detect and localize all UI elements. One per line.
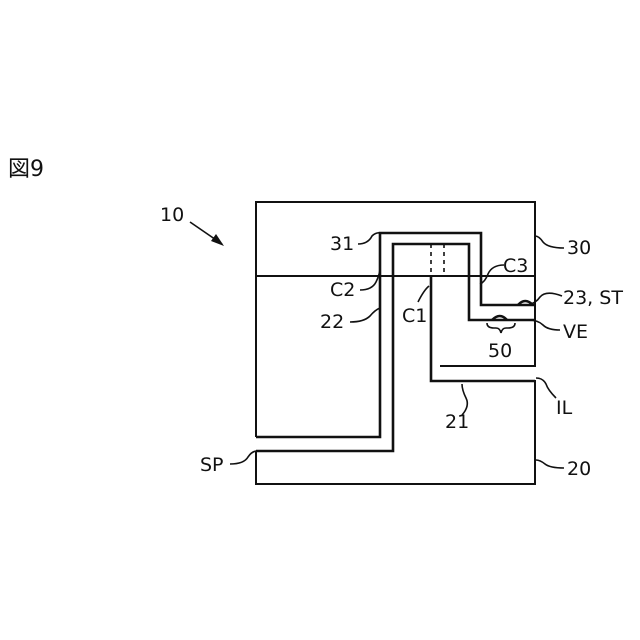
label-ve: VE — [563, 321, 588, 343]
label-sp: SP — [200, 454, 224, 476]
label-c1: C1 — [402, 305, 427, 327]
leader-20 — [536, 460, 564, 468]
wiring-22-outer — [256, 233, 535, 437]
leader-c3 — [480, 265, 504, 284]
leader-30 — [535, 236, 564, 248]
gap-brace — [487, 323, 515, 333]
label-c2: C2 — [330, 279, 355, 301]
device-arrow-head — [211, 234, 224, 246]
label-30: 30 — [567, 237, 591, 259]
label-23-st: 23, ST — [563, 287, 623, 309]
leader-il — [536, 378, 556, 398]
leader-sp — [230, 451, 257, 464]
leader-ve — [528, 320, 560, 330]
lower-substrate-outline — [256, 380, 535, 484]
label-21: 21 — [445, 411, 469, 433]
figure-title: 図9 — [8, 157, 44, 182]
leader-23-st — [528, 293, 562, 305]
label-c3: C3 — [503, 255, 528, 277]
leader-c1 — [418, 286, 429, 302]
label-device-10: 10 — [160, 204, 184, 226]
leader-31 — [358, 233, 381, 244]
label-22: 22 — [320, 311, 344, 333]
label-il: IL — [556, 397, 573, 419]
label-20: 20 — [567, 458, 591, 480]
leader-c2 — [360, 270, 380, 290]
leader-22 — [350, 308, 380, 322]
lower-substrate-20 — [256, 380, 535, 484]
label-50: 50 — [488, 340, 512, 362]
label-31: 31 — [330, 233, 354, 255]
